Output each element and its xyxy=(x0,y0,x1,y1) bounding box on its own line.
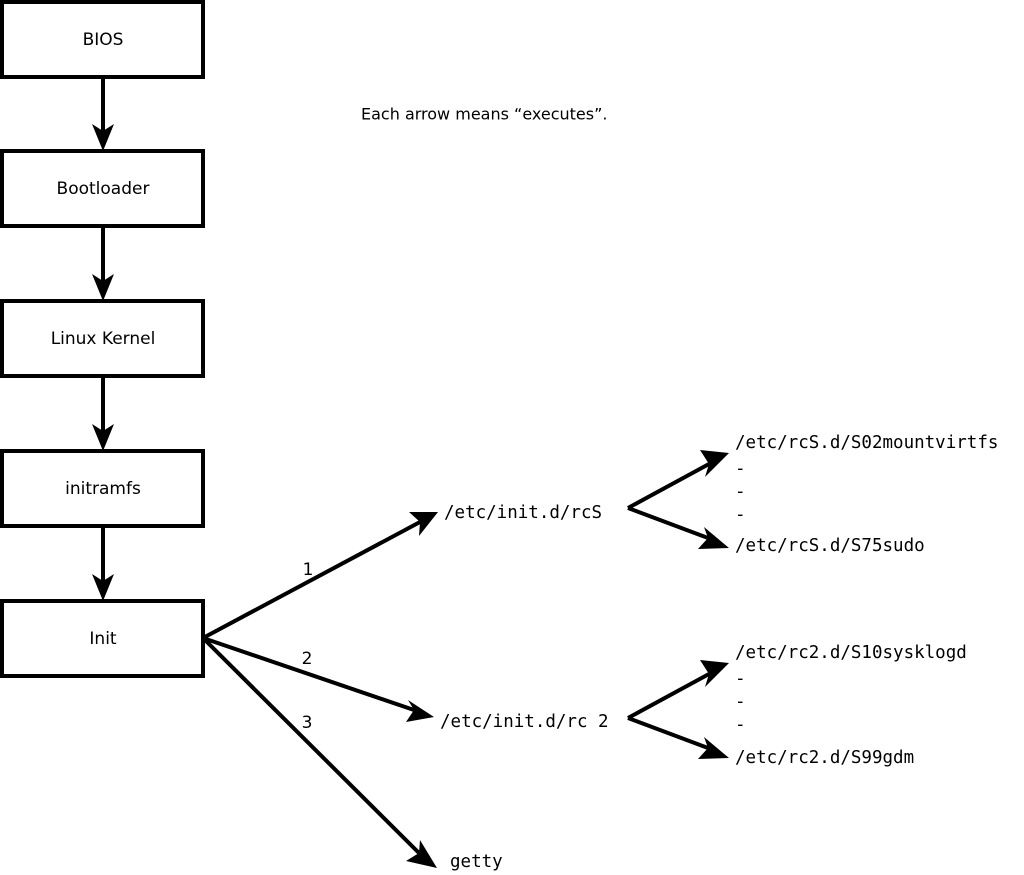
edge-init-to-rc2 xyxy=(202,636,434,722)
edge-kernel-to-initramfs xyxy=(92,377,114,451)
script-rc2-ellipsis-3: - xyxy=(735,715,746,735)
edge-bios-to-bootloader xyxy=(92,77,114,151)
script-rc2-last-label: /etc/rc2.d/S99gdm xyxy=(735,748,914,768)
edge-init-to-rcs xyxy=(202,512,438,640)
script-rcs-last-label: /etc/rcS.d/S75sudo xyxy=(735,536,925,556)
edge-init-to-getty xyxy=(201,636,437,868)
node-getty-label: getty xyxy=(450,852,503,872)
edge-initramfs-to-init xyxy=(92,527,114,601)
node-init-d-rcs-label: /etc/init.d/rcS xyxy=(444,503,602,523)
script-rcs-ellipsis-2: - xyxy=(735,482,746,502)
node-bootloader-label: Bootloader xyxy=(57,179,150,199)
edge-rc2-to-first-script xyxy=(627,660,729,720)
node-init[interactable]: Init xyxy=(0,599,205,678)
script-rc2-ellipsis-2: - xyxy=(735,692,746,712)
edge-rcs-to-last-script xyxy=(627,506,729,549)
node-linux-kernel-label: Linux Kernel xyxy=(51,329,156,349)
branch-number-1: 1 xyxy=(303,560,314,580)
node-bootloader[interactable]: Bootloader xyxy=(0,149,205,228)
script-rcs-ellipsis-3: - xyxy=(735,505,746,525)
node-initramfs-label: initramfs xyxy=(65,479,141,499)
branch-number-3: 3 xyxy=(302,713,313,733)
node-linux-kernel[interactable]: Linux Kernel xyxy=(0,299,205,378)
node-bios[interactable]: BIOS xyxy=(0,0,205,79)
script-rcs-first-label: /etc/rcS.d/S02mountvirtfs xyxy=(735,433,998,453)
node-init-label: Init xyxy=(89,629,117,649)
branch-number-2: 2 xyxy=(302,649,313,669)
legend-note: Each arrow means “executes”. xyxy=(361,105,607,124)
edge-rc2-to-last-script xyxy=(627,716,729,759)
edge-bootloader-to-kernel xyxy=(92,227,114,301)
node-initramfs[interactable]: initramfs xyxy=(0,449,205,528)
edge-rcs-to-first-script xyxy=(627,450,729,510)
script-rc2-first-label: /etc/rc2.d/S10sysklogd xyxy=(735,643,967,663)
node-init-d-rc2-label: /etc/init.d/rc 2 xyxy=(440,712,609,732)
script-rcs-ellipsis-1: - xyxy=(735,459,746,479)
node-bios-label: BIOS xyxy=(83,30,124,50)
script-rc2-ellipsis-1: - xyxy=(735,669,746,689)
